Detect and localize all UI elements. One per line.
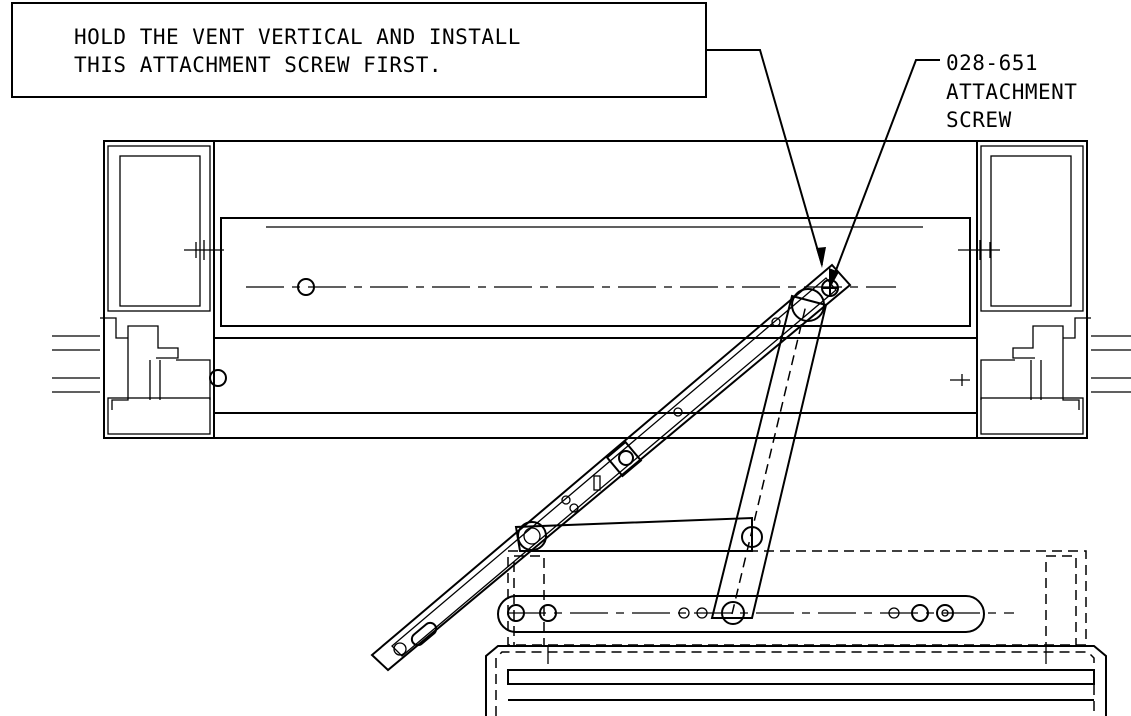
support-arm-top-pivot (791, 288, 825, 322)
vent-sash-dashed (485, 550, 1107, 716)
hinge-arms (370, 263, 1014, 672)
right-jamb-lower (980, 397, 1084, 435)
support-arm (710, 294, 828, 619)
vent-bottom-profile (485, 645, 1107, 716)
callout-part-number: 028-651 (946, 51, 1038, 75)
sash-channel (220, 217, 971, 327)
note-box (11, 2, 707, 98)
installation-note: HOLD THE VENT VERTICAL AND INSTALL THIS … (11, 2, 707, 98)
track-hole-4 (771, 317, 781, 327)
left-anchor (184, 240, 224, 260)
track-slot (605, 440, 643, 478)
shoe-screw-3-inner (941, 609, 949, 617)
note-line-1: HOLD THE VENT VERTICAL AND INSTALL (74, 25, 521, 49)
frame-outline (103, 140, 1088, 439)
vent-bottom-inner (495, 651, 1095, 716)
part-callout: 028-651 ATTACHMENT SCREW (946, 51, 1077, 132)
shoe-screw-2 (911, 604, 929, 622)
shoe-pivot (721, 601, 745, 625)
vent-right-stile (1045, 555, 1077, 647)
sash-pivot-hole (297, 278, 315, 296)
track-lower-slot (410, 621, 438, 647)
shoe-screw-3 (936, 604, 954, 622)
left-jamb-upper-inner (119, 155, 201, 307)
connector-pivot (517, 521, 547, 551)
track-end-hole (393, 642, 407, 656)
shoe-hole-3 (696, 607, 708, 619)
support-arm-centerline (731, 304, 807, 615)
right-jamb-upper (980, 145, 1084, 312)
window-frame (52, 140, 1131, 439)
shoe-screw-1 (539, 604, 557, 622)
track-hole-1 (673, 407, 683, 417)
attachment-screw-cross (822, 280, 838, 296)
left-jamb-upper (107, 145, 211, 312)
left-jamb-profile (100, 317, 211, 410)
left-jamb-lower (107, 397, 211, 435)
track-arm (370, 263, 852, 672)
callout-part-type: SCREW (946, 108, 1012, 132)
leader-lines (706, 49, 940, 290)
note-leader-arrowhead (816, 247, 826, 268)
vent-frame-dashed (507, 550, 1087, 646)
track-hole-2 (561, 495, 571, 505)
callout-leader-line (829, 59, 940, 287)
shoe-bar (497, 595, 985, 633)
right-jamb-profile (980, 317, 1091, 410)
note-line-2: THIS ATTACHMENT SCREW FIRST. (74, 53, 442, 77)
track-hole-3 (569, 503, 579, 513)
callout-part-name: ATTACHMENT (946, 80, 1077, 104)
track-slot-hole (618, 450, 634, 466)
left-screw-head (209, 369, 227, 387)
track-marker (593, 475, 601, 491)
shoe-hole-2 (678, 607, 690, 619)
vent-glazing-bar (507, 669, 1095, 685)
shoe-hole-4 (888, 607, 900, 619)
right-clip (950, 374, 970, 386)
connector-pivot-inner (523, 527, 541, 545)
right-anchor (958, 240, 1000, 260)
track-arm-inner (391, 277, 837, 657)
note-leader-line (706, 49, 823, 266)
left-sill-glazing (52, 335, 100, 393)
right-sill-glazing (1091, 335, 1131, 393)
right-jamb-upper-inner (990, 155, 1072, 307)
